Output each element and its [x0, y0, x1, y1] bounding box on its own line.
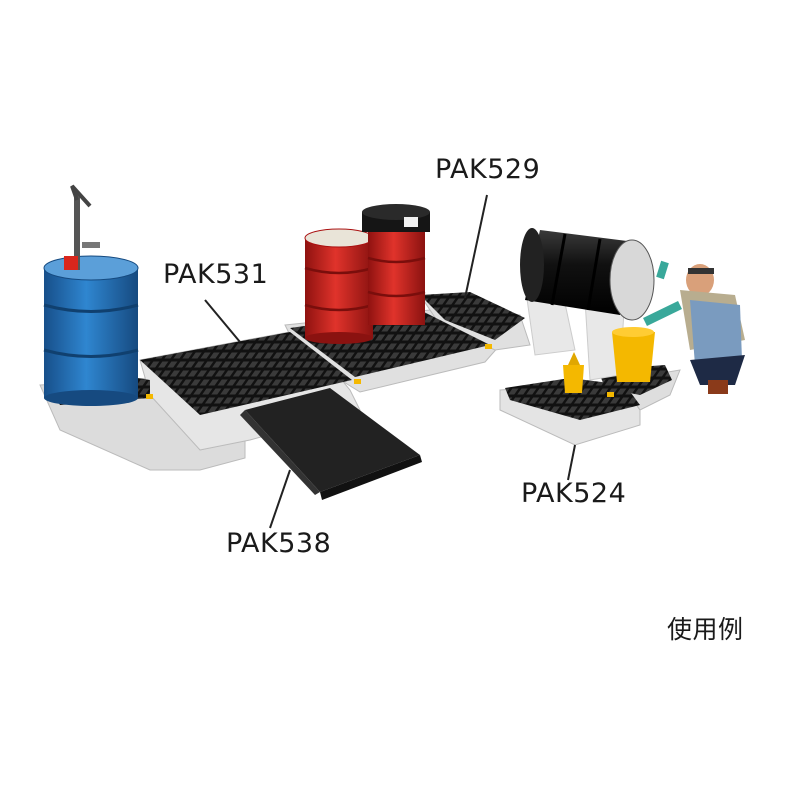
hand-pump — [64, 184, 100, 270]
label-pak538: PAK538 — [226, 528, 332, 559]
leader-pak529 — [464, 194, 488, 299]
leader-pak531 — [204, 299, 241, 343]
grating-pak524 — [505, 378, 640, 420]
worker — [643, 260, 745, 394]
leader-pak524 — [567, 444, 576, 481]
ramp-pak538 — [240, 388, 422, 500]
leader-pak538 — [269, 469, 291, 529]
red-drum-back — [367, 225, 426, 325]
black-drum-top — [362, 204, 430, 232]
grating-pak529 — [420, 292, 525, 340]
label-pak529: PAK529 — [435, 154, 541, 185]
grating-pak531 — [140, 332, 352, 415]
red-drum-front — [304, 228, 374, 344]
yellow-clips — [146, 344, 614, 399]
black-drum-horizontal — [520, 228, 655, 321]
yellow-pail — [612, 327, 655, 382]
label-pak531: PAK531 — [163, 259, 269, 290]
leader-lines — [204, 194, 576, 529]
label-pak524: PAK524 — [521, 478, 627, 509]
yellow-funnel-can — [563, 352, 584, 393]
caption-usage-example: 使用例 — [667, 615, 744, 644]
blue-drum — [43, 255, 139, 406]
